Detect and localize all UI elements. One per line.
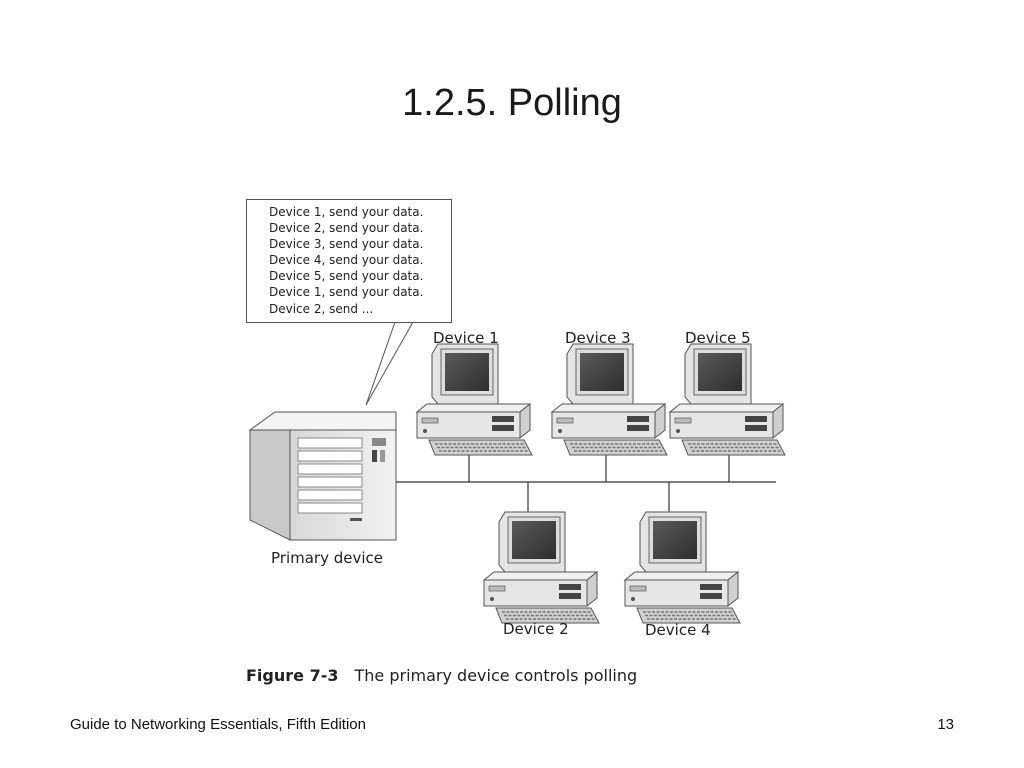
device-1-label: Device 1 [433, 329, 499, 347]
figure-caption-text: The primary device controls polling [354, 666, 638, 685]
device-3-label: Device 3 [565, 329, 631, 347]
speech-bubble [246, 199, 452, 323]
primary-device-icon [248, 411, 397, 541]
device-2-label: Device 2 [503, 620, 569, 638]
poll-line: Device 1, send your data. [269, 205, 424, 219]
slide-title: 1.2.5. Polling [402, 82, 622, 124]
device-5-icon [669, 343, 786, 456]
primary-device-label: Primary device [271, 549, 384, 567]
device-3-icon [551, 343, 668, 456]
polling-sequence: Device 1, send your data. Device 2, send… [269, 204, 423, 317]
poll-line: Device 5, send your data. [269, 269, 424, 284]
device-5-label: Device 5 [685, 329, 751, 347]
poll-line: Device 2, send ... [269, 301, 374, 316]
poll-line: Device 4, send your data. [269, 253, 424, 268]
device-4-icon [624, 511, 741, 624]
device-4-label: Device 4 [645, 621, 711, 639]
footer-book-title: Guide to Networking Essentials, Fifth Ed… [70, 716, 366, 733]
figure-number: Figure 7-3 [246, 666, 339, 685]
poll-line: Device 2, send your data. [269, 221, 424, 236]
figure-caption: Figure 7-3 The primary device controls po… [246, 666, 637, 685]
poll-line: Device 1, send your data. [269, 285, 424, 300]
speech-bubble-pointer [365, 321, 414, 406]
device-2-icon [483, 511, 600, 624]
network-bus [396, 454, 776, 512]
page-number: 13 [937, 716, 954, 733]
poll-line: Device 3, send your data. [269, 237, 424, 252]
device-1-icon [416, 343, 533, 456]
